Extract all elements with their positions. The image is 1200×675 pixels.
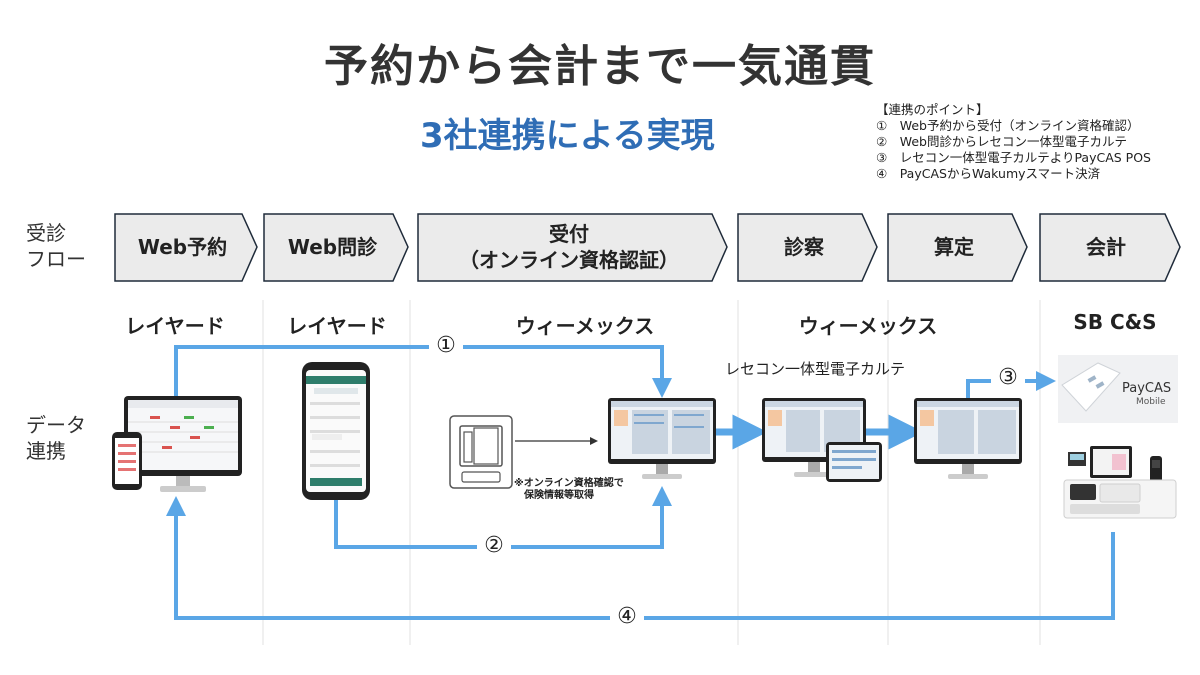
flow-label-3: 受付 （オンライン資格認証） bbox=[418, 221, 720, 273]
page-title: 予約から会計まで一気通貫 bbox=[324, 41, 876, 92]
flow-step-consultation bbox=[737, 213, 878, 282]
flow-row-label-line2: フロー bbox=[26, 247, 86, 271]
flow-label-3-sub: （オンライン資格認証） bbox=[459, 248, 679, 272]
link-1-arrow bbox=[174, 345, 672, 398]
flow-label-3-main: 受付 bbox=[549, 222, 589, 246]
flow-label-5: 算定 bbox=[934, 235, 974, 259]
card-reader-note-line2: 保険情報等取得 bbox=[524, 490, 594, 501]
paycas-logo-subtext: Mobile bbox=[1136, 397, 1166, 407]
emr-monitor-tablet-icon bbox=[762, 398, 882, 482]
emr-caption: レセコン一体型電子カルテ bbox=[725, 360, 906, 378]
points-heading: 【連携のポイント】 bbox=[876, 102, 989, 117]
integration-points: 【連携のポイント】 ① Web予約から受付（オンライン資格確認） ② Web問診… bbox=[876, 102, 1151, 182]
flow-step-reception bbox=[417, 213, 728, 282]
data-row-label: データ 連携 bbox=[26, 412, 86, 464]
flow-step-web-questionnaire bbox=[263, 213, 409, 282]
link-4-label: ④ bbox=[610, 604, 644, 629]
flow-label-6: 会計 bbox=[1086, 235, 1126, 259]
calculation-monitor-icon bbox=[914, 398, 1022, 479]
paycas-device-icon bbox=[1061, 362, 1121, 412]
paycas-logo-text: PayCAS bbox=[1122, 381, 1172, 396]
vendor-1: レイヤード bbox=[125, 314, 225, 338]
card-reader-icon bbox=[449, 415, 513, 489]
point-item-3: ③ レセコン一体型電子カルテよりPayCAS POS bbox=[876, 150, 1151, 165]
reservation-monitor-icon bbox=[112, 396, 242, 492]
vendor-3: ウィーメックス bbox=[515, 314, 655, 338]
link-3-label: ③ bbox=[991, 365, 1025, 390]
point-item-2: ② Web問診からレセコン一体型電子カルテ bbox=[876, 134, 1127, 149]
link-2-label: ② bbox=[477, 533, 511, 558]
flow-row-label-line1: 受診 bbox=[26, 221, 66, 245]
flow-step-calculation bbox=[887, 213, 1028, 282]
flow-step-web-reservation bbox=[114, 213, 258, 282]
data-row-label-line2: 連携 bbox=[26, 439, 66, 463]
page-subtitle: 3社連携による実現 bbox=[420, 116, 715, 156]
questionnaire-phone-icon bbox=[302, 362, 370, 500]
vendor-4: ウィーメックス bbox=[798, 314, 938, 338]
card-reader-note-line1: ※オンライン資格確認で bbox=[514, 478, 624, 489]
vendor-5: SB C&S bbox=[1073, 310, 1157, 334]
point-item-4: ④ PayCASからWakumyスマート決済 bbox=[876, 166, 1101, 181]
flow-row-label: 受診 フロー bbox=[26, 220, 86, 272]
flow-step-payment bbox=[1039, 213, 1181, 282]
reception-emr-monitor-icon bbox=[608, 398, 716, 479]
link-1-label: ① bbox=[429, 333, 463, 358]
link-4-arrow bbox=[166, 496, 1115, 620]
paycas-mobile-image: PayCAS Mobile bbox=[1058, 355, 1178, 423]
flow-label-2: Web問診 bbox=[287, 235, 378, 259]
flow-label-4: 診察 bbox=[784, 235, 824, 259]
pos-terminal-icon bbox=[1063, 446, 1177, 519]
vendor-2: レイヤード bbox=[287, 314, 387, 338]
point-item-1: ① Web予約から受付（オンライン資格確認） bbox=[876, 118, 1140, 133]
card-reader-note: ※オンライン資格確認で 保険情報等取得 bbox=[514, 478, 624, 502]
flow-label-1: Web予約 bbox=[137, 235, 228, 259]
data-row-label-line1: データ bbox=[26, 413, 86, 437]
